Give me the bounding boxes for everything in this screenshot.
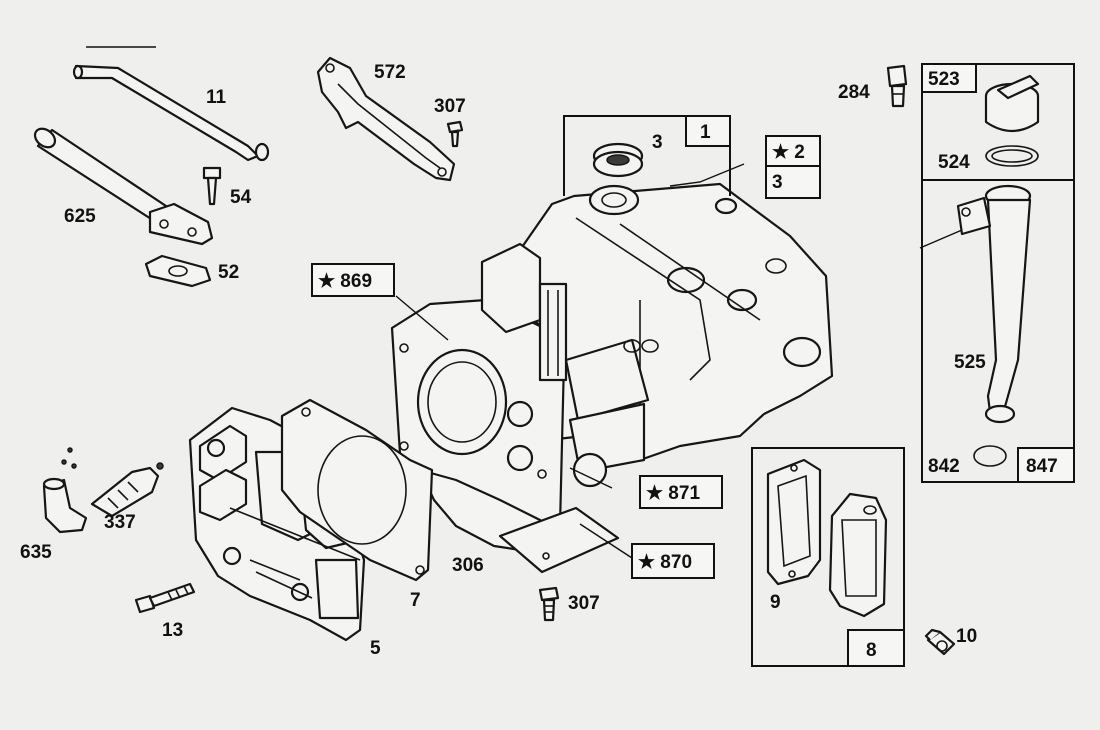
- part-306-gasket: [498, 506, 620, 574]
- label-337: 337: [104, 512, 136, 533]
- label-2: ★ 2: [772, 142, 805, 163]
- part-7-head-gasket: [280, 398, 434, 582]
- label-525: 525: [954, 352, 986, 373]
- box-1-group: [563, 115, 821, 199]
- callout-labels: 11 625 54 52 572 307 3 1 ★ 2 3 284 523 5…: [20, 62, 1058, 661]
- part-cylinder-block: [390, 182, 834, 554]
- label-11: 11: [206, 87, 227, 108]
- part-572-plate: [316, 56, 456, 182]
- label-5: 5: [370, 638, 381, 659]
- box-869: [311, 263, 395, 297]
- part-523-cap: [984, 74, 1040, 133]
- label-10: 10: [956, 626, 977, 647]
- label-842: 842: [928, 456, 960, 477]
- part-8-breather-cover: [828, 492, 888, 618]
- label-635: 635: [20, 542, 52, 563]
- label-847: 847: [1026, 456, 1058, 477]
- part-337-spark-plug: [90, 462, 164, 518]
- part-11-tube: [72, 46, 270, 162]
- part-842-oring: [973, 445, 1007, 467]
- part-307-screw-top: [446, 120, 464, 148]
- label-307-bottom: 307: [568, 593, 600, 614]
- part-3-seal: [592, 142, 644, 178]
- label-7: 7: [410, 590, 421, 611]
- label-1: 1: [700, 122, 711, 143]
- box-871: [639, 475, 723, 509]
- label-572: 572: [374, 62, 406, 83]
- box-847-dipstick-group: [921, 63, 1075, 483]
- part-525-tube: [956, 184, 1032, 424]
- label-306: 306: [452, 555, 484, 576]
- label-52: 52: [218, 262, 239, 283]
- label-307-top: 307: [434, 96, 466, 117]
- box-870: [631, 543, 715, 579]
- label-284: 284: [838, 82, 870, 103]
- part-625-breather: [33, 127, 214, 246]
- label-625: 625: [64, 206, 96, 227]
- label-13: 13: [162, 620, 183, 641]
- part-635-plug-boot: [42, 447, 88, 534]
- label-3-seal: 3: [652, 132, 663, 153]
- part-13-bolt: [134, 582, 196, 614]
- part-524-oring: [985, 145, 1039, 167]
- label-524: 524: [938, 152, 970, 173]
- label-54: 54: [230, 187, 252, 208]
- label-8: 8: [866, 640, 877, 661]
- box-8-breather-group: [751, 447, 905, 667]
- label-9: 9: [770, 592, 781, 613]
- label-3-box: 3: [772, 172, 783, 193]
- label-871: ★ 871: [646, 483, 700, 504]
- part-9-gasket: [766, 458, 822, 586]
- part-307-screw-bottom: [538, 586, 560, 622]
- part-54-bolt: [202, 166, 222, 206]
- part-52-gasket: [144, 254, 212, 288]
- label-523: 523: [928, 69, 960, 90]
- label-869: ★ 869: [318, 271, 372, 292]
- part-284-plug: [886, 64, 908, 108]
- label-870: ★ 870: [638, 552, 692, 573]
- part-10-screw: [924, 628, 956, 656]
